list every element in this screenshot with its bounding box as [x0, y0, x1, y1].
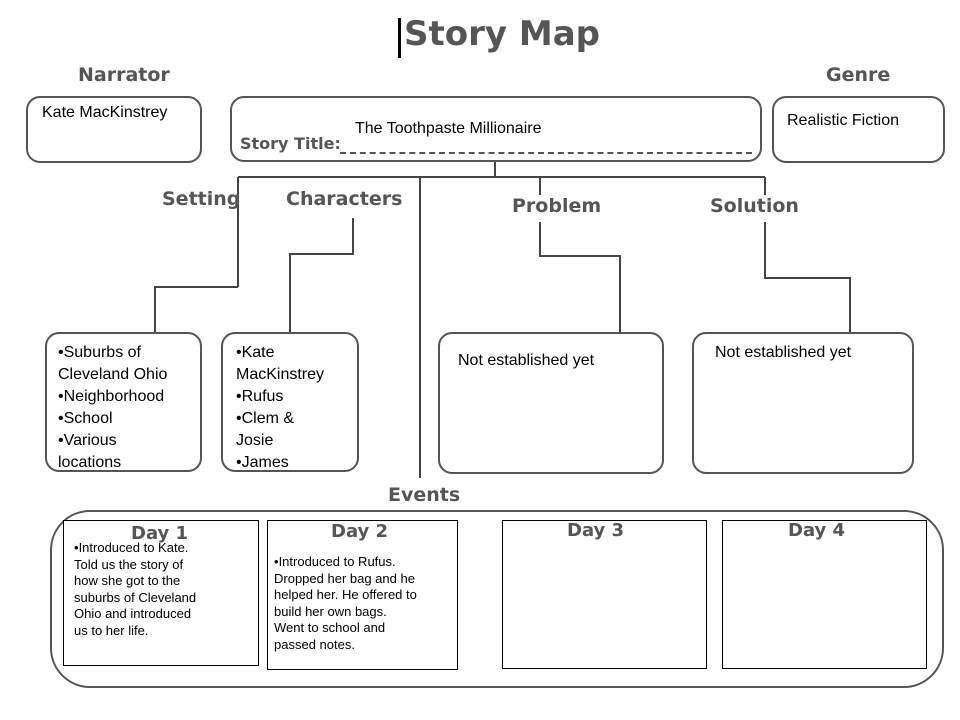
character-item: Kate [236, 342, 356, 364]
characters-line [289, 218, 354, 332]
day-2-note-text: Dropped her bag and he [274, 570, 415, 586]
story-title-label: Story Title: [240, 134, 341, 153]
problem-heading: Problem [512, 195, 602, 217]
solution-heading: Solution [710, 195, 799, 217]
setting-heading: Setting [162, 188, 241, 210]
setting-item-continued: Cleveland Ohio [58, 364, 198, 386]
setting-list: Suburbs of Cleveland Ohio Neighborhood S… [58, 342, 198, 474]
genre-heading: Genre [826, 64, 891, 86]
setting-item: Neighborhood [58, 386, 198, 408]
story-title-box [230, 96, 762, 162]
character-item-continued: MacKinstrey [236, 364, 356, 386]
events-heading: Events [388, 484, 461, 506]
character-item-text: MacKinstrey [236, 366, 325, 383]
day-2-label: Day 2 [331, 521, 389, 542]
story-title-value: The Toothpaste Millionaire [355, 120, 542, 137]
day-2-note-continued: Went to school and [274, 620, 458, 637]
day-2-note: Introduced to Rufus. [274, 554, 458, 571]
day-2-box [267, 520, 458, 670]
day-3-box [502, 520, 707, 669]
setting-item-text: Cleveland Ohio [58, 366, 168, 383]
day-2-notes: Introduced to Rufus. Dropped her bag and… [274, 554, 458, 653]
setting-item: School [58, 408, 198, 430]
day-2-note-text: passed notes. [274, 636, 355, 652]
day-1-label: Day 1 [131, 523, 189, 544]
character-item-continued: Josie [236, 430, 356, 452]
narrator-heading: Narrator [78, 64, 170, 86]
day-2-note-text: Went to school and [274, 620, 386, 635]
day-3-label: Day 3 [567, 520, 625, 541]
day-2-note-text: helped her. He offered to [274, 587, 417, 602]
problem-line [539, 222, 621, 332]
solution-line [764, 222, 851, 332]
day-2-note-continued: Dropped her bag and he [274, 571, 458, 588]
day-1-note-continued: us to her life. [74, 623, 254, 640]
day-2-note-text: build her own bags. [274, 603, 387, 619]
characters-heading: Characters [286, 188, 403, 210]
solution-value: Not established yet [715, 344, 852, 361]
day-4-box [722, 520, 927, 669]
character-item: Rufus [236, 386, 356, 408]
setting-item-text: locations [58, 454, 122, 471]
characters-list: Kate MacKinstrey Rufus Clem & Josie Jame… [236, 342, 356, 474]
problem-value: Not established yet [458, 352, 595, 369]
day-1-note-continued: how she got to the [74, 573, 254, 590]
day-2-note-continued: passed notes. [274, 637, 458, 654]
page-title: Story Map [404, 14, 600, 54]
day-1-note-text: Told us the story of [74, 556, 184, 572]
problem-box [438, 332, 664, 474]
character-item: Clem & [236, 408, 356, 430]
day-1-note-text: suburbs of Cleveland [74, 589, 197, 605]
day-2-note-continued: helped her. He offered to [274, 587, 458, 604]
day-4-label: Day 4 [788, 520, 846, 541]
setting-item-continued: locations [58, 452, 198, 474]
genre-box [772, 96, 945, 163]
day-1-note-continued: suburbs of Cleveland [74, 590, 254, 607]
day-1-note-continued: Ohio and introduced [74, 606, 254, 623]
day-2-note-continued: build her own bags. [274, 604, 458, 621]
genre-value: Realistic Fiction [787, 112, 900, 129]
setting-line-to-box [154, 286, 238, 332]
character-item-text: Josie [236, 432, 274, 449]
day-1-note: Introduced to Kate. [74, 540, 254, 557]
character-item: James [236, 452, 356, 474]
title-cursor [398, 18, 401, 58]
day-1-notes: Introduced to Kate. Told us the story of… [74, 540, 254, 639]
day-1-note-text: us to her life. [74, 622, 149, 638]
setting-item: Suburbs of [58, 342, 198, 364]
day-1-note-text: Ohio and introduced [74, 606, 192, 621]
story-title-underline [340, 152, 752, 154]
day-1-note-continued: Told us the story of [74, 557, 254, 574]
narrator-box [26, 96, 202, 163]
narrator-value: Kate MacKinstrey [42, 104, 168, 121]
day-1-note-text: how she got to the [74, 573, 181, 588]
solution-box [692, 332, 914, 474]
setting-item: Various [58, 430, 198, 452]
